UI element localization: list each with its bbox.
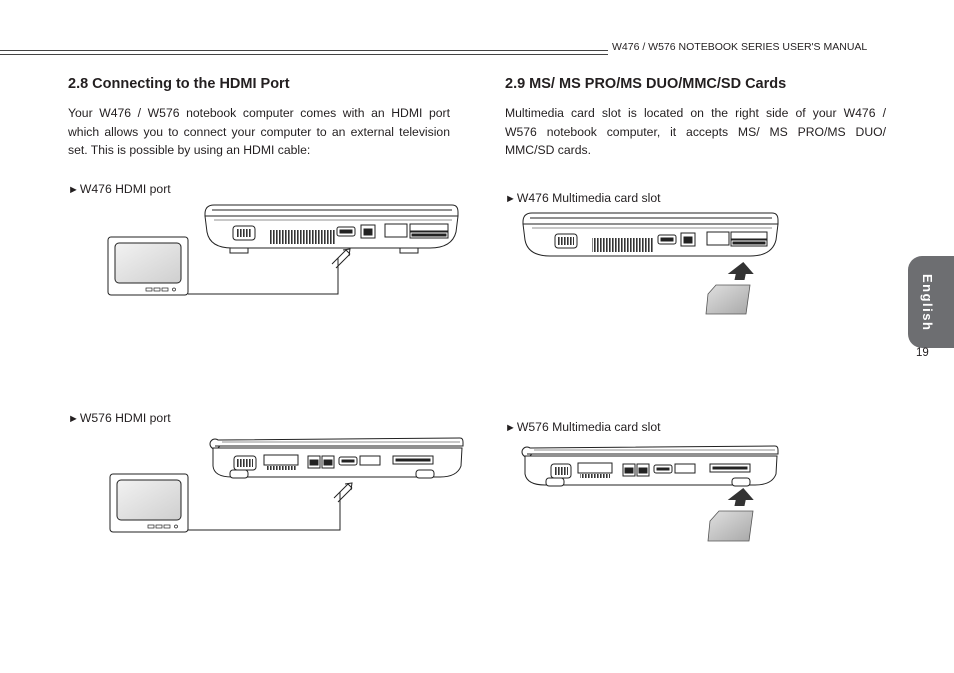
caption-arrow-icon: ► — [505, 193, 516, 205]
hdmi-paragraph-line: Your W476 / W576 notebook computer comes… — [68, 106, 450, 120]
caption-w476-card: ►W476 Multimedia card slot — [505, 191, 661, 205]
caption-arrow-icon: ► — [68, 184, 79, 196]
manual-title: W476 / W576 NOTEBOOK SERIES USER'S MANUA… — [612, 41, 868, 53]
caption-w576-card: ►W576 Multimedia card slot — [505, 420, 661, 434]
caption-arrow-icon: ► — [68, 413, 79, 425]
tv-icon — [107, 236, 189, 296]
caption-text: W576 Multimedia card slot — [516, 420, 661, 434]
memory-card-insert-illustration — [707, 488, 754, 542]
cards-paragraph: Multimedia card slot is located on the r… — [505, 104, 886, 160]
memory-card-insert-illustration — [705, 262, 754, 315]
hdmi-paragraph-line: set. This is possible by using an HDMI c… — [68, 143, 311, 157]
page-number: 19 — [916, 347, 929, 359]
w476-laptop-side-view-card — [522, 212, 779, 257]
hdmi-cable — [188, 248, 351, 295]
caption-w476-hdmi: ►W476 HDMI port — [68, 182, 171, 196]
caption-text: W576 HDMI port — [79, 411, 171, 425]
caption-arrow-icon: ► — [505, 422, 516, 434]
section-heading-hdmi: 2.8 Connecting to the HDMI Port — [68, 76, 290, 92]
language-tab-label: English — [920, 274, 935, 332]
cards-paragraph-line: W576 notebook computer, it accepts MS/ M… — [505, 124, 886, 139]
caption-text: W476 HDMI port — [79, 182, 171, 196]
hdmi-paragraph-line: which allows you to connect your compute… — [68, 124, 450, 139]
language-tab: English — [908, 256, 954, 348]
header-rule — [0, 50, 608, 55]
w576-laptop-side-view-card — [521, 445, 779, 487]
w476-laptop-side-view-hdmi — [204, 204, 459, 254]
cards-paragraph-line: MMC/SD cards. — [505, 143, 591, 157]
w576-laptop-side-view-hdmi — [209, 437, 464, 479]
caption-w576-hdmi: ►W576 HDMI port — [68, 411, 171, 425]
section-heading-cards: 2.9 MS/ MS PRO/MS DUO/MMC/SD Cards — [505, 76, 787, 92]
hdmi-cable — [188, 482, 353, 531]
caption-text: W476 Multimedia card slot — [516, 191, 661, 205]
cards-paragraph-line: Multimedia card slot is located on the r… — [505, 106, 886, 120]
hdmi-paragraph: Your W476 / W576 notebook computer comes… — [68, 104, 450, 160]
tv-icon — [109, 473, 189, 533]
